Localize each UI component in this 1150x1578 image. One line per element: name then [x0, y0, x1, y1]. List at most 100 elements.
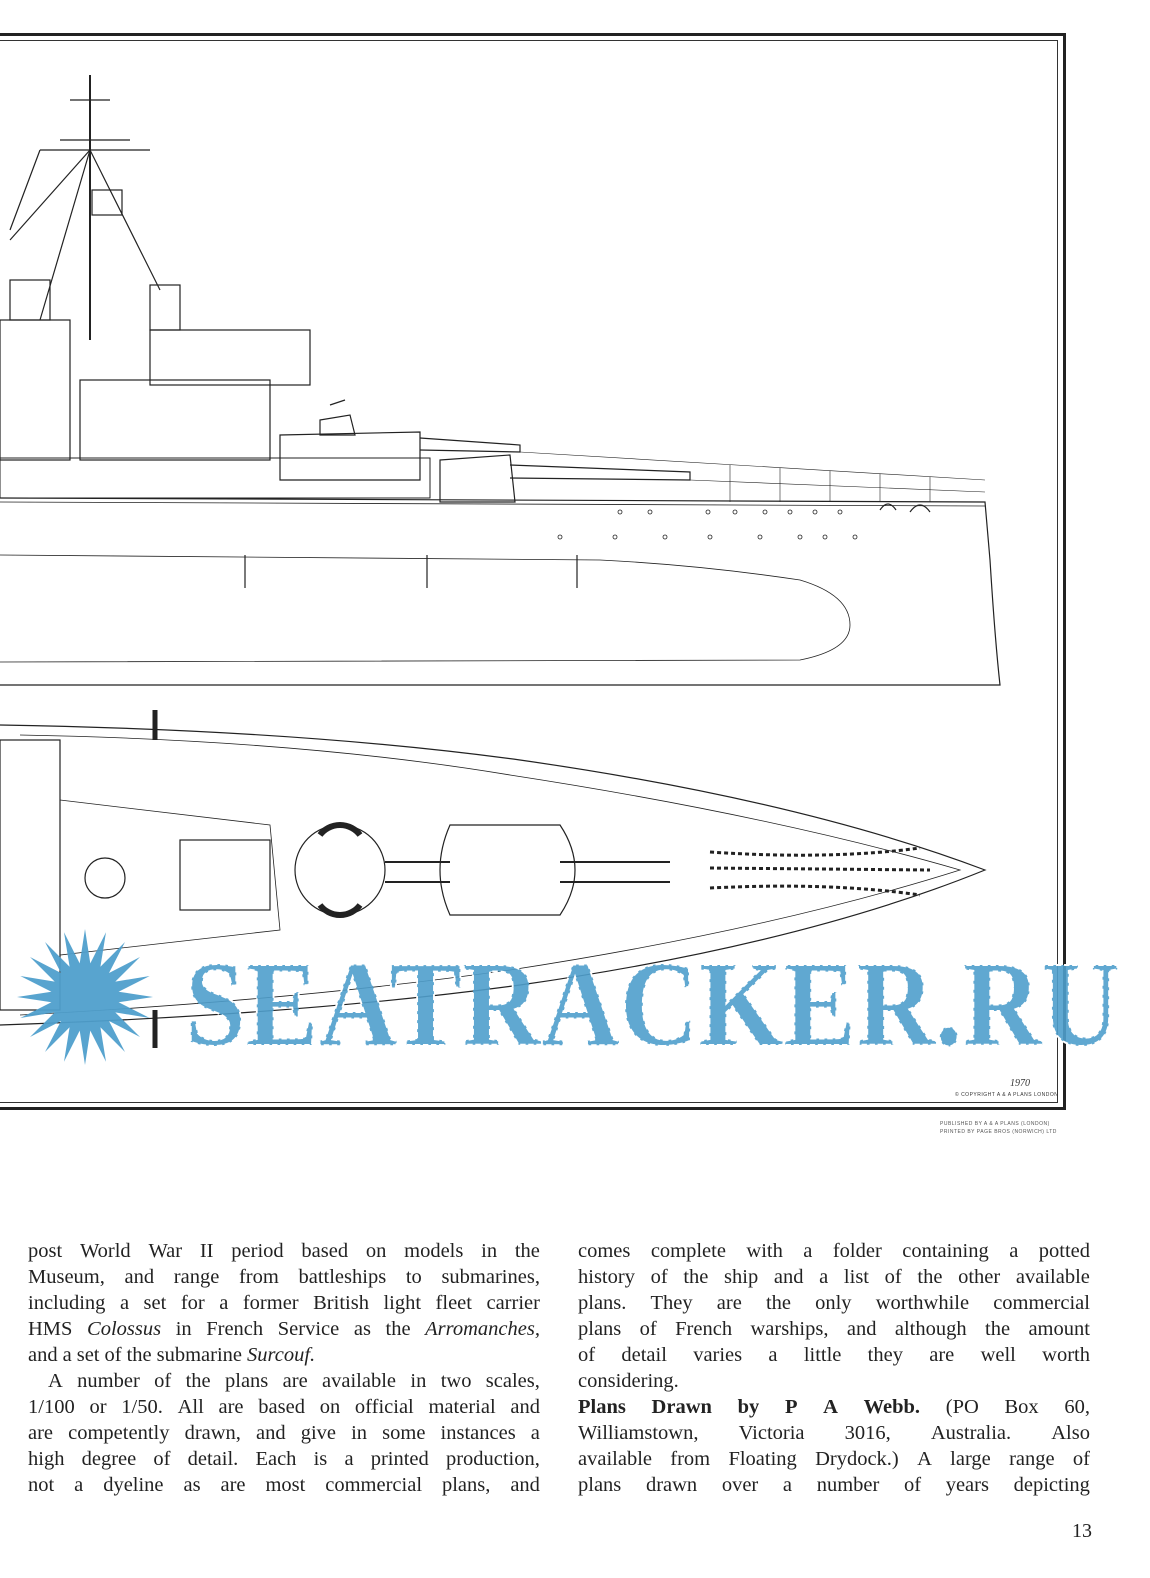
word: of	[650, 1266, 668, 1288]
word: are	[282, 1370, 308, 1392]
word: All	[177, 1396, 204, 1418]
word: little	[803, 1344, 842, 1366]
word: folder	[832, 1240, 882, 1262]
word: Victoria	[738, 1422, 805, 1444]
word: drawn	[645, 1474, 698, 1496]
word: They	[650, 1292, 693, 1314]
word: is	[313, 1448, 328, 1470]
word: from	[238, 1266, 279, 1288]
word: and	[28, 1344, 58, 1366]
word: in	[410, 1370, 427, 1392]
word: and	[773, 1266, 804, 1288]
word: of	[153, 1448, 171, 1470]
word: on	[365, 1240, 387, 1262]
word: printed	[370, 1448, 429, 1470]
word: Floating	[728, 1448, 797, 1470]
word: the	[917, 1266, 943, 1288]
word: Plans	[578, 1396, 626, 1418]
word: with	[746, 1240, 783, 1262]
word: World	[79, 1240, 131, 1262]
word: amount	[1028, 1318, 1090, 1340]
word: the	[385, 1318, 411, 1340]
ship-plan-view	[0, 710, 987, 1048]
word: Museum,	[28, 1266, 105, 1288]
word: including	[28, 1292, 106, 1314]
word: give	[300, 1422, 337, 1444]
word: Webb.	[863, 1396, 921, 1418]
word: a	[819, 1266, 829, 1288]
word: high	[28, 1448, 65, 1470]
word: commercial	[325, 1474, 423, 1496]
publisher-line: PUBLISHED BY A & A PLANS (LONDON)	[940, 1121, 1050, 1127]
word: Australia.	[930, 1422, 1012, 1444]
word: number	[77, 1370, 140, 1392]
word: production,	[445, 1448, 540, 1470]
word: a	[530, 1422, 540, 1444]
word: HMS	[28, 1318, 73, 1340]
word: battleships	[298, 1266, 387, 1288]
copyright-notice: © COPYRIGHT A & A PLANS LONDON	[955, 1092, 1059, 1098]
word: are	[218, 1396, 244, 1418]
printer-line: PRINTED BY PAGE BROS (NORWICH) LTD	[940, 1129, 1057, 1135]
word: instances	[440, 1422, 516, 1444]
word: other	[958, 1266, 1001, 1288]
word: material	[428, 1396, 496, 1418]
word: are	[28, 1422, 54, 1444]
word: Drydock.)	[815, 1448, 899, 1470]
word: light	[383, 1292, 422, 1314]
word: although	[894, 1318, 967, 1340]
word: number	[816, 1474, 880, 1496]
plan-frame-inner	[0, 40, 1058, 1103]
word: of	[578, 1344, 596, 1366]
word: II	[199, 1240, 214, 1262]
word: degree	[81, 1448, 137, 1470]
word: the	[985, 1318, 1011, 1340]
word: a	[768, 1344, 778, 1366]
word: commercial	[993, 1292, 1090, 1314]
word: range	[1009, 1448, 1055, 1470]
plan-frame-outer	[0, 33, 1066, 1110]
word: in	[351, 1422, 368, 1444]
word: fleet	[435, 1292, 472, 1314]
ship-profile-view	[0, 75, 1001, 686]
word: 1/50.	[121, 1396, 163, 1418]
word: a	[219, 1292, 229, 1314]
word: the	[126, 1344, 152, 1366]
word: and	[846, 1318, 877, 1340]
word: Arromanches,	[425, 1318, 540, 1340]
word: the	[514, 1240, 540, 1262]
page-number: 13	[1072, 1520, 1092, 1542]
word: or	[89, 1396, 107, 1418]
text-line: considering.	[578, 1368, 1090, 1394]
word: drawn,	[184, 1422, 241, 1444]
word: a	[782, 1474, 793, 1496]
word: of	[884, 1266, 902, 1288]
word: the	[683, 1266, 709, 1288]
word: well	[980, 1344, 1016, 1366]
word: the	[185, 1370, 211, 1392]
word: range	[173, 1266, 220, 1288]
word: plans.	[578, 1292, 627, 1314]
word: plans	[225, 1370, 269, 1392]
word: (PO	[945, 1396, 979, 1418]
word: War	[148, 1240, 183, 1262]
word: worthwhile	[875, 1292, 970, 1314]
word: of	[903, 1474, 922, 1496]
portholes	[557, 509, 858, 540]
ship-plan-drawing	[0, 75, 1001, 1048]
word: varies	[693, 1344, 743, 1366]
word: Surcouf.	[247, 1344, 316, 1366]
word: Box	[1004, 1396, 1039, 1418]
word: not	[28, 1474, 55, 1496]
word: A	[823, 1396, 838, 1418]
word: a	[1009, 1240, 1019, 1262]
word: worth	[1042, 1344, 1090, 1366]
